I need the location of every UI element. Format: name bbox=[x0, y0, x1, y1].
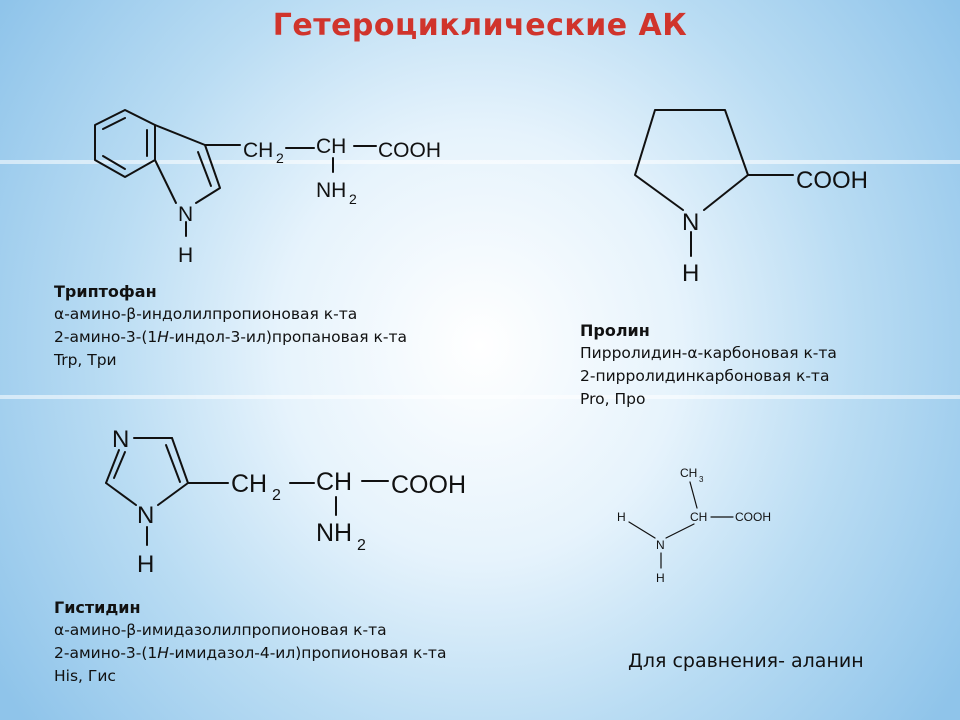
trp-ch-label: CH bbox=[316, 135, 346, 158]
histidine-trivial-name: α-амино-β-имидазолилпропионовая к-та bbox=[54, 619, 446, 642]
background-band bbox=[0, 160, 960, 164]
proline-name: Пролин bbox=[580, 321, 650, 340]
histidine-description: Гистидин α-амино-β-имидазолилпропионовая… bbox=[54, 596, 446, 688]
alpha-symbol: α bbox=[54, 305, 65, 323]
proline-iupac-name: 2-пирролидинкарбоновая к-та bbox=[580, 367, 830, 385]
his-ring-bond bbox=[157, 482, 189, 506]
name-part: -имидазол-4-ил)пропионовая к-та bbox=[168, 644, 447, 662]
his-ring-bond bbox=[171, 437, 189, 484]
alpha-symbol: α bbox=[687, 344, 698, 362]
trp-h-label: H bbox=[178, 244, 193, 267]
his-ring-double-bond bbox=[165, 444, 181, 483]
his-ring-double-bond bbox=[113, 451, 126, 479]
name-part: 2-амино-3-(1 bbox=[54, 644, 158, 662]
his-cooh-label: COOH bbox=[391, 471, 466, 499]
his-ring-bond bbox=[105, 482, 137, 506]
pro-n-label: N bbox=[682, 209, 699, 236]
trp-pyrrole-double-bond bbox=[197, 151, 212, 187]
his-nh2-label: NH bbox=[316, 519, 352, 547]
ala-n-label: N bbox=[656, 538, 665, 552]
tryptophan-name: Триптофан bbox=[54, 282, 157, 301]
trp-nh2-subscript: 2 bbox=[349, 191, 357, 207]
slide-title: Гетероциклические АК bbox=[272, 8, 688, 43]
trp-pyrrole-bond bbox=[154, 159, 177, 204]
name-part: -амино- bbox=[64, 621, 127, 639]
pro-h-label: H bbox=[682, 260, 699, 287]
his-ch2-label: CH bbox=[231, 470, 267, 498]
trp-nh2-label: NH bbox=[316, 179, 346, 202]
tryptophan-trivial-name: α-амино-β-индолилпропионовая к-та bbox=[54, 303, 407, 326]
pro-cooh-label: COOH bbox=[796, 167, 868, 194]
comparison-note: Для сравнения- аланин bbox=[628, 650, 864, 672]
proline-abbreviation: Pro, Про bbox=[580, 390, 646, 408]
ala-cooh-label: COOH bbox=[735, 510, 771, 524]
trp-n-label: N bbox=[178, 203, 193, 226]
tryptophan-description: Триптофан α-амино-β-индолилпропионовая к… bbox=[54, 280, 407, 372]
ala-ch-label: CH bbox=[690, 510, 707, 524]
alpha-symbol: α bbox=[54, 621, 65, 639]
ala-h-left-label: H bbox=[617, 510, 626, 524]
ala-ch3-subscript: 3 bbox=[699, 475, 704, 484]
ala-h-label: H bbox=[656, 571, 665, 585]
alanine-structure: CH 3 H CH COOH N H bbox=[617, 466, 771, 585]
name-part: -имидазолилпропионовая к-та bbox=[136, 621, 387, 639]
name-part: -индол-3-ил)пропановая к-та bbox=[168, 328, 408, 346]
background-band bbox=[0, 395, 960, 399]
proline-trivial-name: Пирролидин-α-карбоновая к-та bbox=[580, 342, 837, 365]
pro-ring bbox=[634, 109, 749, 211]
name-part: -амино- bbox=[64, 305, 127, 323]
name-part: 2-амино-3-(1 bbox=[54, 328, 158, 346]
ala-h-n-bond bbox=[628, 521, 656, 539]
name-part: Пирролидин- bbox=[580, 344, 688, 362]
trp-cooh-label: COOH bbox=[378, 139, 441, 162]
trp-pyrrole-ring bbox=[154, 124, 221, 204]
proline-description: Пролин Пирролидин-α-карбоновая к-та 2-пи… bbox=[580, 319, 837, 411]
tryptophan-iupac-name: 2-амино-3-(1H-индол-3-ил)пропановая к-та bbox=[54, 326, 407, 349]
trp-ch2-label: CH bbox=[243, 139, 273, 162]
name-part: -карбоновая к-та bbox=[697, 344, 837, 362]
beta-symbol: β bbox=[126, 305, 137, 323]
his-ch2-subscript: 2 bbox=[272, 487, 281, 504]
beta-symbol: β bbox=[126, 621, 137, 639]
trp-ch2-subscript: 2 bbox=[276, 150, 284, 166]
trp-benzene-double-bond bbox=[102, 117, 126, 130]
his-ch-label: CH bbox=[316, 468, 352, 496]
ala-ch3-ch-bond bbox=[689, 481, 698, 509]
ala-ch3-label: CH bbox=[680, 466, 697, 480]
italic-h: H bbox=[157, 644, 169, 662]
his-nh2-subscript: 2 bbox=[357, 537, 366, 554]
histidine-iupac-name: 2-амино-3-(1H-имидазол-4-ил)пропионовая … bbox=[54, 642, 446, 665]
his-ring-bond bbox=[105, 449, 120, 484]
histidine-name: Гистидин bbox=[54, 598, 141, 617]
tryptophan-abbreviation: Trp, Три bbox=[54, 351, 117, 369]
tryptophan-structure: CH 2 CH COOH NH 2 N H bbox=[94, 109, 441, 267]
histidine-abbreviation: His, Гис bbox=[54, 667, 116, 685]
trp-benzene-double-bond bbox=[102, 155, 126, 170]
his-n-top-label: N bbox=[112, 426, 129, 453]
his-h-label: H bbox=[137, 551, 154, 578]
italic-h: H bbox=[157, 328, 169, 346]
ala-ch-n-bond bbox=[665, 523, 695, 539]
name-part: -индолилпропионовая к-та bbox=[136, 305, 358, 323]
proline-structure: COOH N H bbox=[634, 109, 868, 287]
his-n-label: N bbox=[137, 502, 154, 529]
histidine-structure: N N H CH 2 CH COOH NH 2 bbox=[105, 426, 466, 578]
